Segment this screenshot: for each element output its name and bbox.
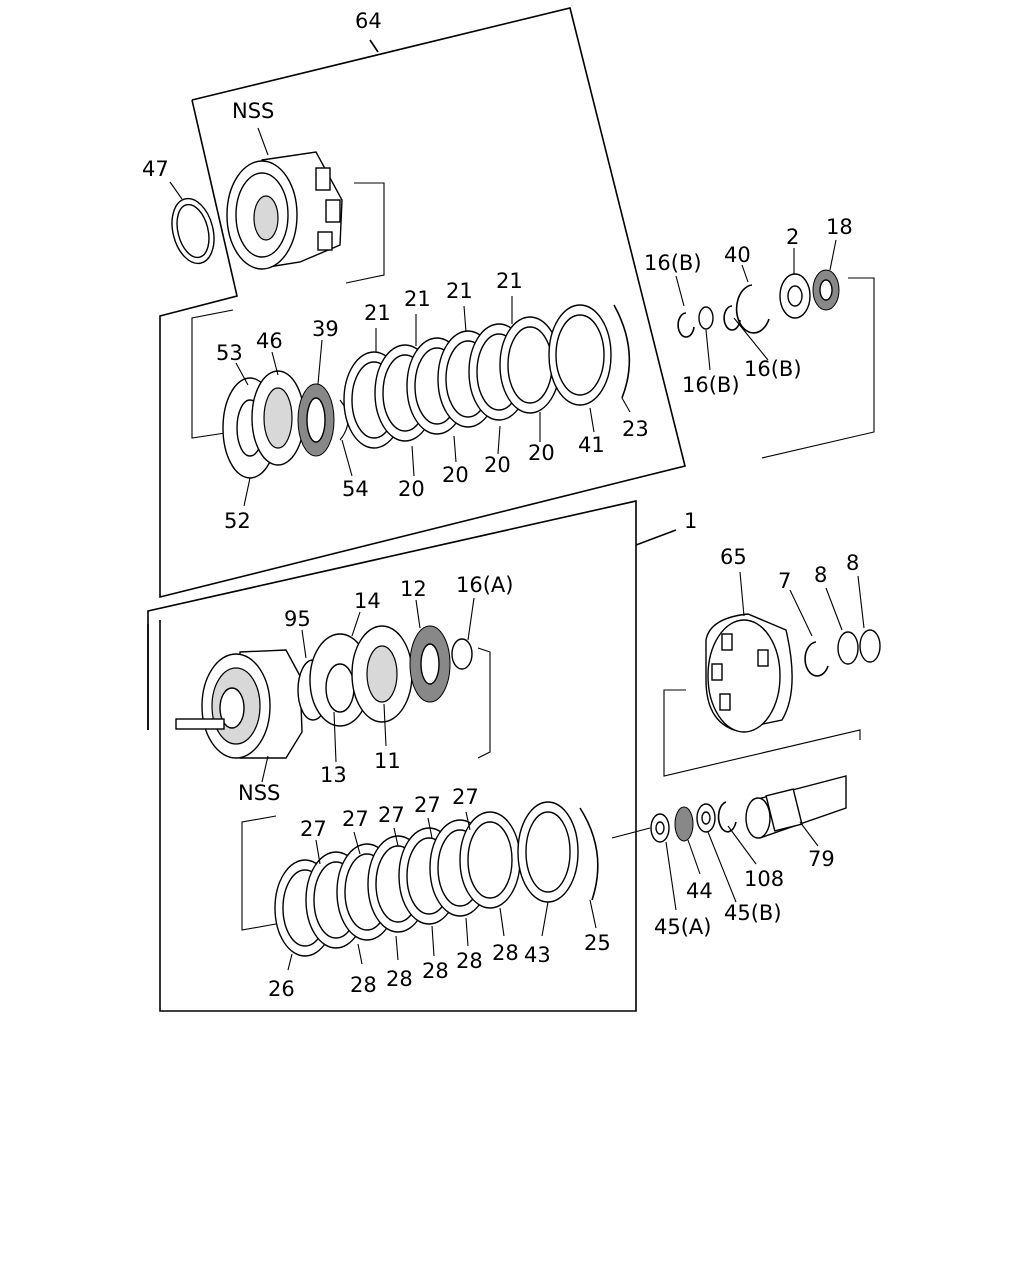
label-39: 39 bbox=[312, 317, 339, 341]
label-28-e: 28 bbox=[492, 941, 519, 965]
label-16b-b: 16(B) bbox=[682, 373, 740, 397]
part-nss-clutch-drum bbox=[226, 127, 385, 284]
label-16b-c: 16(B) bbox=[744, 357, 802, 381]
assembly-1-outline bbox=[147, 499, 677, 1012]
label-1: 1 bbox=[684, 509, 697, 533]
label-20-d: 20 bbox=[528, 441, 555, 465]
parts-95-13-14-11-12 bbox=[297, 597, 491, 763]
label-108: 108 bbox=[744, 867, 784, 891]
label-8-b: 8 bbox=[846, 551, 859, 575]
label-53: 53 bbox=[216, 341, 243, 365]
label-13: 13 bbox=[320, 763, 347, 787]
label-27-b: 27 bbox=[342, 807, 369, 831]
label-47: 47 bbox=[142, 157, 169, 181]
label-27-a: 27 bbox=[300, 817, 327, 841]
label-20-b: 20 bbox=[442, 463, 469, 487]
label-95: 95 bbox=[284, 607, 311, 631]
label-52: 52 bbox=[224, 509, 251, 533]
label-54: 54 bbox=[342, 477, 369, 501]
label-nss-bottom: NSS bbox=[238, 781, 280, 805]
label-21-b: 21 bbox=[404, 287, 431, 311]
label-14: 14 bbox=[354, 589, 381, 613]
label-28-d: 28 bbox=[456, 949, 483, 973]
label-21-a: 21 bbox=[364, 301, 391, 325]
label-45b: 45(B) bbox=[724, 901, 782, 925]
label-27-e: 27 bbox=[452, 785, 479, 809]
label-21-c: 21 bbox=[446, 279, 473, 303]
label-43: 43 bbox=[524, 943, 551, 967]
label-21-d: 21 bbox=[496, 269, 523, 293]
callout-labels: 64 NSS 47 53 46 39 52 54 21 21 21 21 20 … bbox=[142, 9, 859, 1001]
label-nss-top: NSS bbox=[232, 99, 274, 123]
label-28-c: 28 bbox=[422, 959, 449, 983]
part-nss-clutch-housing bbox=[175, 649, 303, 783]
part-47-thrust-washer bbox=[169, 181, 215, 265]
label-40: 40 bbox=[724, 243, 751, 267]
clutch-plates-lower bbox=[241, 801, 599, 971]
label-26: 26 bbox=[268, 977, 295, 1001]
clutch-plates-upper bbox=[343, 296, 631, 477]
label-25: 25 bbox=[584, 931, 611, 955]
upper-right-small-parts bbox=[675, 239, 875, 459]
label-46: 46 bbox=[256, 329, 283, 353]
label-79: 79 bbox=[808, 847, 835, 871]
label-27-c: 27 bbox=[378, 803, 405, 827]
label-18: 18 bbox=[826, 215, 853, 239]
label-20-c: 20 bbox=[484, 453, 511, 477]
label-28-a: 28 bbox=[350, 973, 377, 997]
label-45a: 45(A) bbox=[654, 915, 711, 939]
label-23: 23 bbox=[622, 417, 649, 441]
label-2: 2 bbox=[786, 225, 799, 249]
label-44: 44 bbox=[686, 879, 713, 903]
label-7: 7 bbox=[778, 569, 791, 593]
label-12: 12 bbox=[400, 577, 427, 601]
part-65-clutch-hub bbox=[663, 571, 881, 777]
label-8-a: 8 bbox=[814, 563, 827, 587]
label-16a: 16(A) bbox=[456, 573, 513, 597]
label-16b-a: 16(B) bbox=[644, 251, 702, 275]
label-65: 65 bbox=[720, 545, 747, 569]
assembly-64-outline bbox=[159, 7, 686, 599]
part-53-52-piston-group bbox=[191, 309, 353, 507]
label-20-a: 20 bbox=[398, 477, 425, 501]
label-28-b: 28 bbox=[386, 967, 413, 991]
label-41: 41 bbox=[578, 433, 605, 457]
label-11: 11 bbox=[374, 749, 401, 773]
part-79-output-shaft-group bbox=[611, 775, 847, 911]
label-64: 64 bbox=[355, 9, 382, 33]
label-27-d: 27 bbox=[414, 793, 441, 817]
